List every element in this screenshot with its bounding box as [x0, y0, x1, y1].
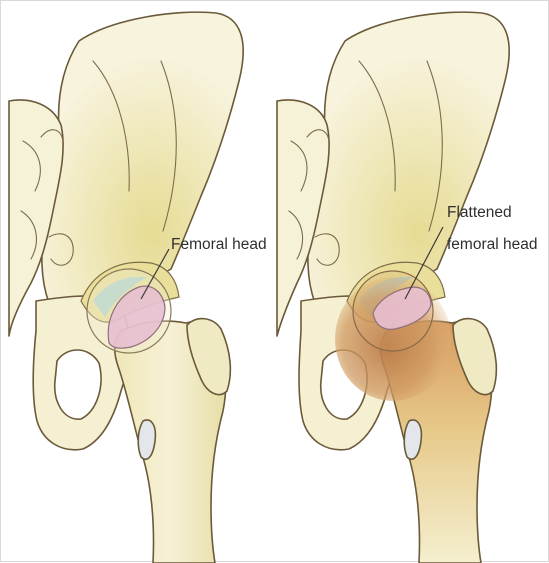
- flattened-femoral-head-label-line1: Flattened: [447, 204, 512, 221]
- flattened-lesser-trochanter: [404, 420, 421, 459]
- normal-hip-panel: Femoral head: [9, 12, 267, 563]
- normal-femoral-head-label: Femoral head: [171, 236, 267, 253]
- normal-lesser-trochanter: [138, 420, 155, 459]
- flattened-femoral-head-label-line2: femoral head: [447, 236, 537, 253]
- flattened-hip-panel: Flattened femoral head: [277, 12, 537, 563]
